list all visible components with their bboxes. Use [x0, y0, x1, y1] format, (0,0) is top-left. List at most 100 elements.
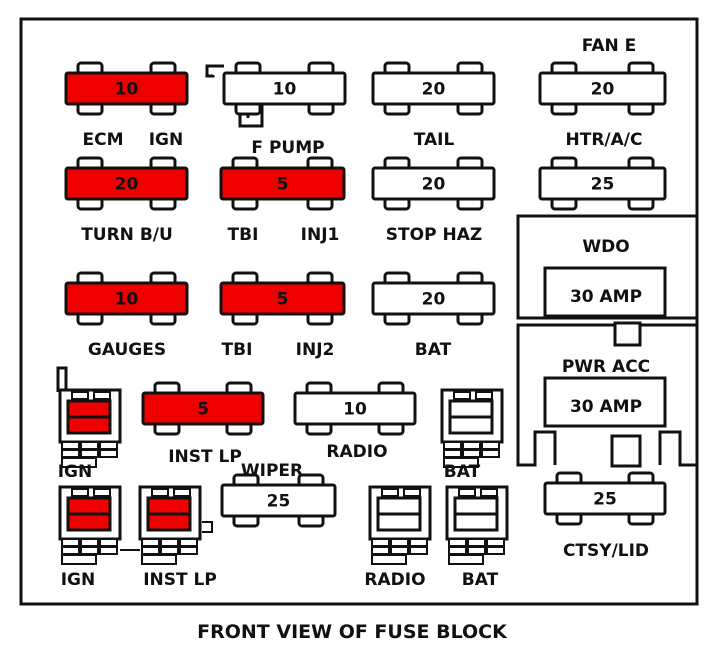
breaker-rating: 30 AMP [570, 287, 642, 307]
mini-fuse-pin [371, 546, 390, 555]
fuse-label: INJ1 [301, 225, 340, 245]
fuse-body [64, 281, 189, 316]
mini-fuse-pin [443, 449, 462, 458]
mini-fuse-pin [481, 449, 500, 458]
fuse-label: RADIO [326, 442, 387, 462]
fuse-rating: 5 [277, 290, 289, 310]
mini-fuse-pin [462, 449, 481, 458]
fuse-f-pump[interactable]: 10 F PUMP [222, 61, 347, 158]
mini-fuse-pin [61, 546, 80, 555]
fuse-rating: 10 [115, 80, 139, 100]
mini-fuse-pin [80, 441, 99, 450]
mini-fuse-label: IGN [61, 570, 96, 590]
mini-fuse-pin [99, 538, 118, 547]
mini-fuse-tab [458, 488, 476, 497]
mini-fuse-foot [61, 554, 97, 565]
fuse-rating: 25 [591, 175, 615, 195]
fuse-rating: 10 [115, 290, 139, 310]
mini-fuse-element [376, 496, 422, 516]
fuse-wiper[interactable]: 25 WIPER [220, 461, 337, 528]
fuse-body [543, 481, 667, 516]
fuse-rating: 25 [267, 492, 291, 512]
mini-fuse-element [453, 512, 499, 532]
fuse-body [538, 166, 667, 201]
mini-fuse-pin [409, 546, 428, 555]
mini-fuse-pin [390, 546, 409, 555]
mini-fuse-pin [160, 546, 179, 555]
mini-fuse-pin [99, 546, 118, 555]
mini-fuse-tab [151, 488, 169, 497]
mini-fuse-bat[interactable]: BAT [445, 485, 509, 590]
mini-fuse-element [146, 512, 192, 532]
fuse-body [219, 166, 346, 201]
fuse-body [64, 71, 189, 106]
mini-fuse-bat[interactable]: BAT [440, 388, 504, 482]
mini-fuse-ign[interactable]: IGN [58, 485, 122, 590]
fuse-label: WIPER [241, 461, 303, 481]
fuse-label: TBI [222, 340, 253, 360]
mini-fuse-pin [467, 538, 486, 547]
diagram-title: FRONT VIEW OF FUSE BLOCK [197, 621, 508, 643]
mini-fuse-pin [467, 546, 486, 555]
breaker-wdo: WDO 30 AMP [516, 214, 697, 320]
mini-fuse-element [146, 496, 192, 516]
fuse-label: HTR/A/C [566, 130, 643, 150]
fuse-body [371, 166, 496, 201]
fuse-label: F PUMP [251, 138, 324, 158]
fuse-rating: 10 [273, 80, 297, 100]
fuse-label: BAT [415, 340, 452, 360]
mini-fuse-element [66, 415, 112, 435]
fuse-rating: 20 [422, 175, 446, 195]
fuse-body [538, 71, 667, 106]
fuse-label: GAUGES [88, 340, 166, 360]
fuse-body [219, 281, 346, 316]
mini-fuse-pin [61, 538, 80, 547]
mini-fuse-ign[interactable]: IGN [58, 388, 122, 482]
mini-fuse-inst-lp[interactable]: INST LP [138, 485, 217, 590]
mini-fuse-pin [61, 441, 80, 450]
mini-fuse-pin [371, 538, 390, 547]
mini-fuse-pin [80, 538, 99, 547]
mini-fuse-tab [71, 391, 89, 400]
mini-fuse-label: BAT [462, 570, 499, 590]
mini-fuse-tab [453, 391, 471, 400]
mini-fuse-pin [141, 546, 160, 555]
fuse-unlabeled[interactable]: 25 [538, 156, 667, 211]
fuse-label: TBI [228, 225, 259, 245]
mini-fuse-pin [462, 441, 481, 450]
fuse-label: INST LP [168, 447, 242, 467]
fuse-label: TURN B/U [81, 225, 173, 245]
mini-fuse-element [448, 399, 494, 419]
wire-link [120, 521, 213, 551]
mini-fuse-pin [80, 546, 99, 555]
fuse-body [293, 391, 417, 426]
mini-fuse-pin [481, 441, 500, 450]
mini-fuse-tab [173, 488, 191, 497]
fuse-body [371, 281, 496, 316]
mini-fuse-label: INST LP [143, 570, 217, 590]
fuse-rating: 20 [591, 80, 615, 100]
mini-fuse-foot [443, 457, 479, 468]
mini-fuse-element [66, 399, 112, 419]
mini-fuse-pin [99, 449, 118, 458]
fuse-label: IGN [149, 130, 184, 150]
breaker-name: WDO [582, 237, 629, 257]
fuse-rating: 20 [115, 175, 139, 195]
mini-fuse-foot [141, 554, 177, 565]
mini-fuse-element [453, 496, 499, 516]
mini-fuse-radio[interactable]: RADIO [364, 485, 432, 590]
fuse-body [220, 483, 337, 518]
mini-fuse-pin [448, 538, 467, 547]
